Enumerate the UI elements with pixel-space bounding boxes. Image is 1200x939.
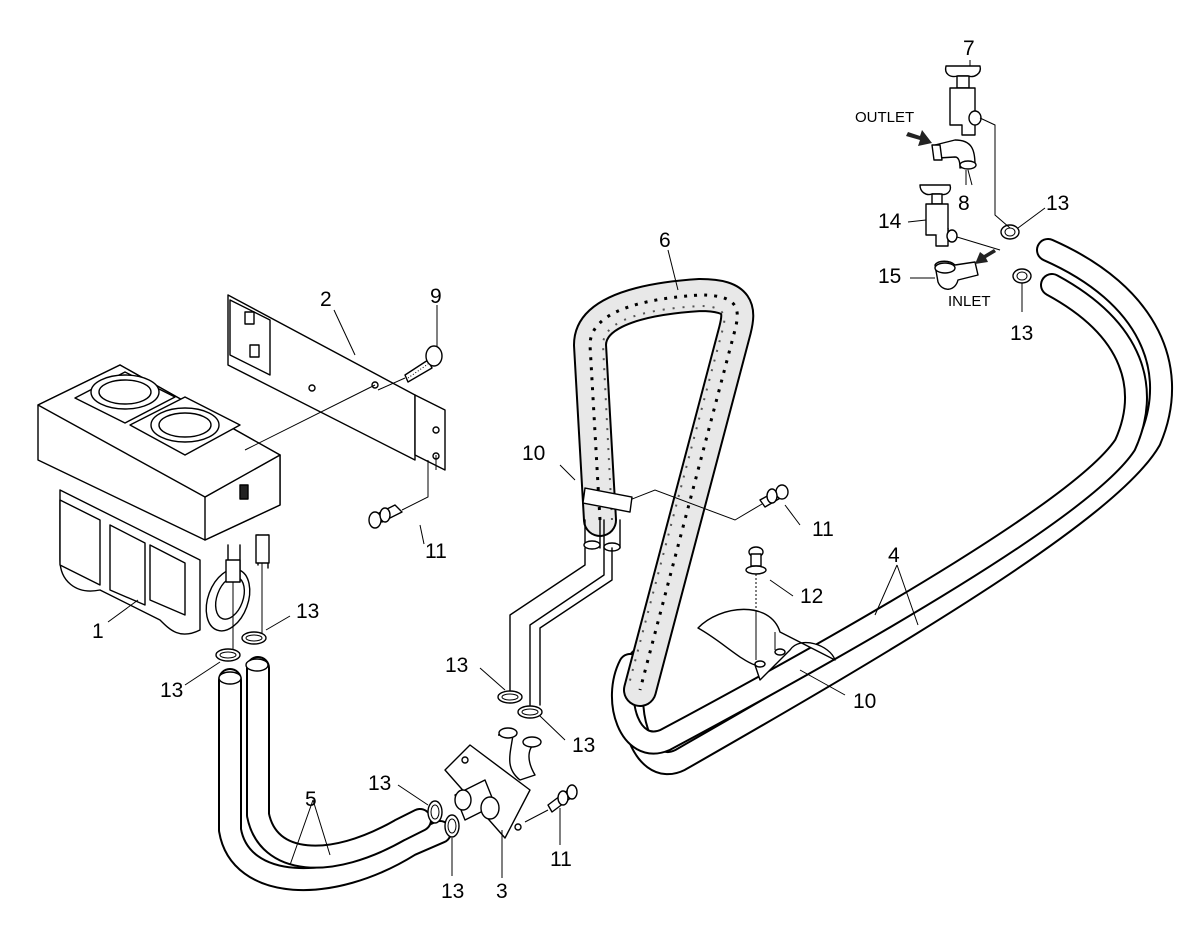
hose-clamp-13-d <box>517 705 543 719</box>
callout-15: 15 <box>878 265 901 288</box>
callout-6: 6 <box>659 229 671 252</box>
bracket-2 <box>227 294 446 471</box>
hose-clamp-13-a <box>215 648 241 662</box>
callout-13-h: 13 <box>1010 322 1033 345</box>
callout-10-hose: 10 <box>853 690 876 713</box>
bolt-12 <box>745 546 767 660</box>
screw-11-left <box>368 460 429 529</box>
callout-13-c: 13 <box>445 654 468 677</box>
clamp-10-sleeve <box>559 464 633 513</box>
callout-14: 14 <box>878 210 902 233</box>
heater-core-1 <box>37 364 281 660</box>
hose-4 <box>610 238 1174 775</box>
screw-9 <box>377 345 443 391</box>
callout-11-bottom: 11 <box>550 848 572 871</box>
callout-4: 4 <box>888 544 900 567</box>
callout-13-d: 13 <box>572 734 595 757</box>
screw-11-middle <box>621 484 789 521</box>
callout-10-sleeve: 10 <box>522 442 545 465</box>
callout-12: 12 <box>800 585 823 608</box>
inlet-arrow <box>975 249 996 264</box>
callout-5: 5 <box>305 788 317 811</box>
hose-clamp-13-h <box>1012 268 1032 284</box>
callout-11-middle: 11 <box>812 518 834 541</box>
screw-11-bottom <box>524 784 578 823</box>
sleeve-6 <box>573 278 755 707</box>
callout-13-b: 13 <box>296 600 319 623</box>
valve-14 <box>919 184 1001 251</box>
callout-2: 2 <box>320 288 332 311</box>
callout-11-left: 11 <box>425 540 447 563</box>
hose-5 <box>218 656 452 892</box>
valve-7 <box>944 65 1011 229</box>
pipes-to-flange <box>509 547 613 706</box>
elbow-15 <box>910 260 979 290</box>
callout-13-f: 13 <box>441 880 464 903</box>
callout-7: 7 <box>963 37 975 60</box>
hose-clamp-13-b <box>241 631 267 645</box>
elbow-8 <box>931 139 977 185</box>
callout-8: 8 <box>958 192 970 215</box>
callout-9: 9 <box>430 285 442 308</box>
outlet-arrow <box>906 130 932 146</box>
callout-13-a: 13 <box>160 679 183 702</box>
outlet-label: OUTLET <box>855 109 914 126</box>
hose-clamp-13-e <box>427 800 443 824</box>
hose-clamp-13-g <box>1000 224 1020 240</box>
callout-13-g: 13 <box>1046 192 1069 215</box>
hose-clamp-13-c <box>497 690 523 704</box>
callout-13-e: 13 <box>368 772 391 795</box>
callout-3: 3 <box>496 880 508 903</box>
hose-clamp-13-f <box>444 814 460 838</box>
callout-1: 1 <box>92 620 104 643</box>
clamp-10-hose <box>697 608 836 681</box>
inlet-label: INLET <box>948 293 991 310</box>
callout-labels: 1 2 3 4 5 6 7 8 9 10 10 11 11 11 12 13 1… <box>92 37 1069 903</box>
leader-lines <box>107 60 1046 878</box>
flange-3 <box>444 727 542 839</box>
